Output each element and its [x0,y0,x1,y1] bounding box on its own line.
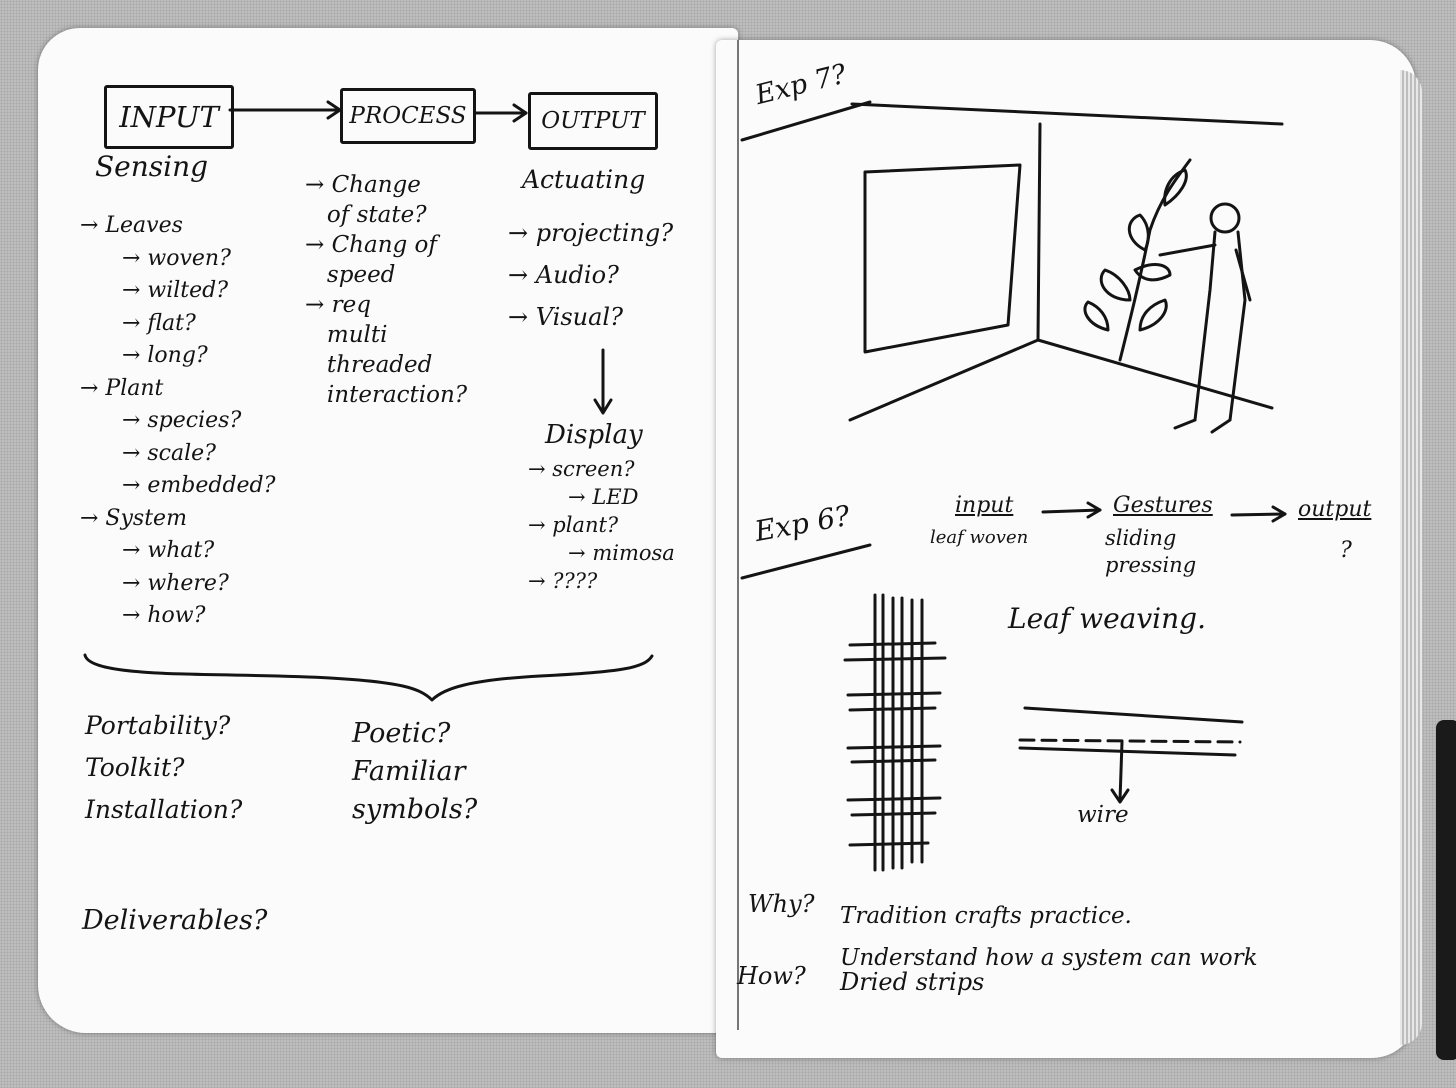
deliverables-note: Deliverables? [82,905,268,936]
visual-to-display-arrow [593,348,613,415]
plant-sketch [1083,158,1192,362]
leaf-weaving-label: Leaf weaving. [1008,602,1206,635]
output-box: OUTPUT [528,92,658,150]
wire-label: wire [1077,802,1129,828]
person-sketch [1158,202,1252,434]
notebook-right-page [716,40,1416,1058]
process-notes: → Change of state? → Chang of speed → re… [305,172,468,408]
display-heading: Display [545,420,643,450]
display-list: → screen? → LED → plant? → mimosa → ???? [528,457,675,593]
sensing-heading: Sensing [95,150,209,183]
bottom-mid-notes: Poetic? Familiar symbols? [352,718,478,825]
leaf-weaving-grid [843,593,947,872]
notebook-left-page [38,28,738,1033]
actuating-list: → projecting? → Audio? → Visual? [508,219,674,331]
why-text: Tradition crafts practice. Understand ho… [840,903,1258,971]
how-label: How? [737,962,806,990]
exp6-flow-arrows [740,501,1287,580]
notebook-gutter [737,40,739,1030]
bottom-left-notes: Portability? Toolkit? Installation? [85,711,243,824]
screen-frame [863,163,1022,354]
how-text: Dried strips [840,968,985,996]
exp6-gesture: Gestures [1113,493,1213,518]
grouping-brace [83,653,654,702]
exp6-input-sub: leaf woven [930,527,1029,548]
sensing-list: → Leaves → woven? → wilted? → flat? → lo… [80,213,276,628]
process-box: PROCESS [340,88,476,144]
exp6-input: input [955,493,1014,518]
elastic-strap [1436,720,1456,1060]
wire-strip-sketch [1018,706,1244,804]
input-box: INPUT [104,85,234,149]
exp6-output-sub: ? [1340,538,1352,563]
page-edges [1400,70,1422,1045]
actuating-heading: Actuating [522,165,646,194]
exp6-output: output [1298,497,1372,522]
exp6-gesture-sub: sliding pressing [1105,526,1197,577]
why-label: Why? [748,890,815,918]
flow-arrows-left [228,100,528,123]
